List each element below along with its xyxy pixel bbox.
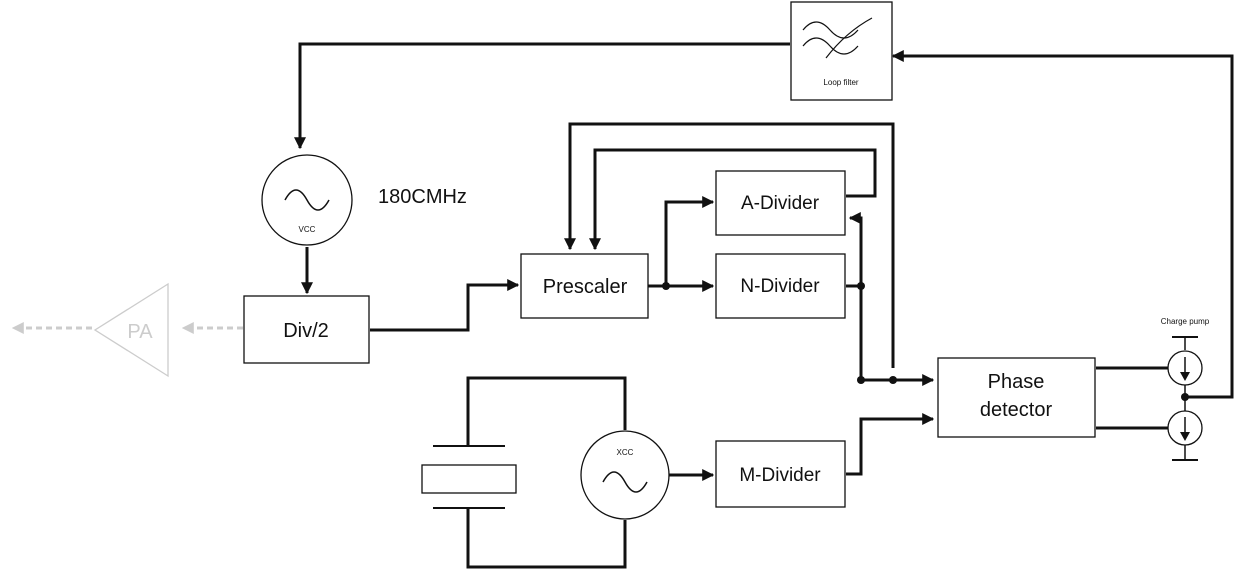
sine-wave-icon — [284, 189, 330, 211]
charge-pump-block: Charge pump — [1161, 317, 1210, 461]
a-divider-box — [715, 170, 846, 236]
junction-ndivider-output — [857, 282, 865, 290]
xco-label: XCC — [617, 448, 634, 457]
wire-loopfilter-to-vco — [294, 42, 790, 150]
m-divider-block: M-Divider — [715, 440, 846, 508]
wire-modulus-control-outer — [564, 122, 895, 368]
wire-mdivider-to-phasedetector — [846, 413, 935, 476]
wire-ndivider-to-phasedetector — [846, 284, 935, 386]
phase-detector-label-line1: Phase — [988, 371, 1045, 393]
pa-label: PA — [127, 321, 153, 343]
n-divider-block: N-Divider — [715, 253, 846, 319]
wire-reset-to-adivider — [848, 212, 863, 380]
pa-block: PA — [11, 282, 243, 378]
wire-crystal-bottom — [466, 508, 627, 569]
prescaler-block: Prescaler — [520, 253, 649, 319]
vco-label: VCC — [299, 225, 316, 234]
junction-prescaler-output — [662, 282, 670, 290]
wire-div2-to-prescaler — [370, 279, 520, 332]
m-divider-label: M-Divider — [739, 465, 821, 486]
phase-detector-box — [937, 357, 1096, 438]
div2-block: Div/2 — [243, 295, 370, 364]
pa-triangle — [93, 282, 169, 378]
wire-adivider-feedback — [589, 148, 877, 251]
crystal-icon — [421, 464, 517, 494]
n-divider-label: N-Divider — [740, 276, 820, 297]
phase-detector-label-line2: detector — [980, 399, 1053, 421]
loop-filter-box — [790, 1, 893, 101]
loop-filter-label: Loop filter — [823, 78, 858, 87]
n-divider-box — [715, 253, 846, 319]
xco-circle — [580, 430, 670, 520]
a-divider-block: A-Divider — [715, 170, 846, 236]
prescaler-box — [520, 253, 649, 319]
wire-crystal-top — [466, 376, 627, 446]
junction-reset — [857, 376, 865, 384]
frequency-label: 180CMHz — [378, 186, 467, 208]
m-divider-box — [715, 440, 846, 508]
div2-label: Div/2 — [283, 320, 329, 342]
loop-filter-block: Loop filter — [790, 1, 893, 101]
down-arrow-icon — [1180, 432, 1190, 441]
junction-modulus-control — [889, 376, 897, 384]
a-divider-label: A-Divider — [741, 193, 820, 214]
prescaler-label: Prescaler — [543, 276, 628, 298]
sine-wave-icon — [602, 471, 648, 493]
crystal-oscillator-block: XCC — [421, 430, 670, 520]
charge-pump-label: Charge pump — [1161, 317, 1210, 326]
wire-chargepump-to-loopfilter — [891, 50, 1234, 399]
down-arrow-icon — [1180, 372, 1190, 381]
div2-box — [243, 295, 370, 364]
phase-detector-block: Phase detector — [937, 357, 1096, 438]
filter-wave-icon — [802, 17, 873, 59]
vco-block: VCC — [261, 154, 353, 246]
wire-branch-to-adivider — [664, 196, 715, 286]
